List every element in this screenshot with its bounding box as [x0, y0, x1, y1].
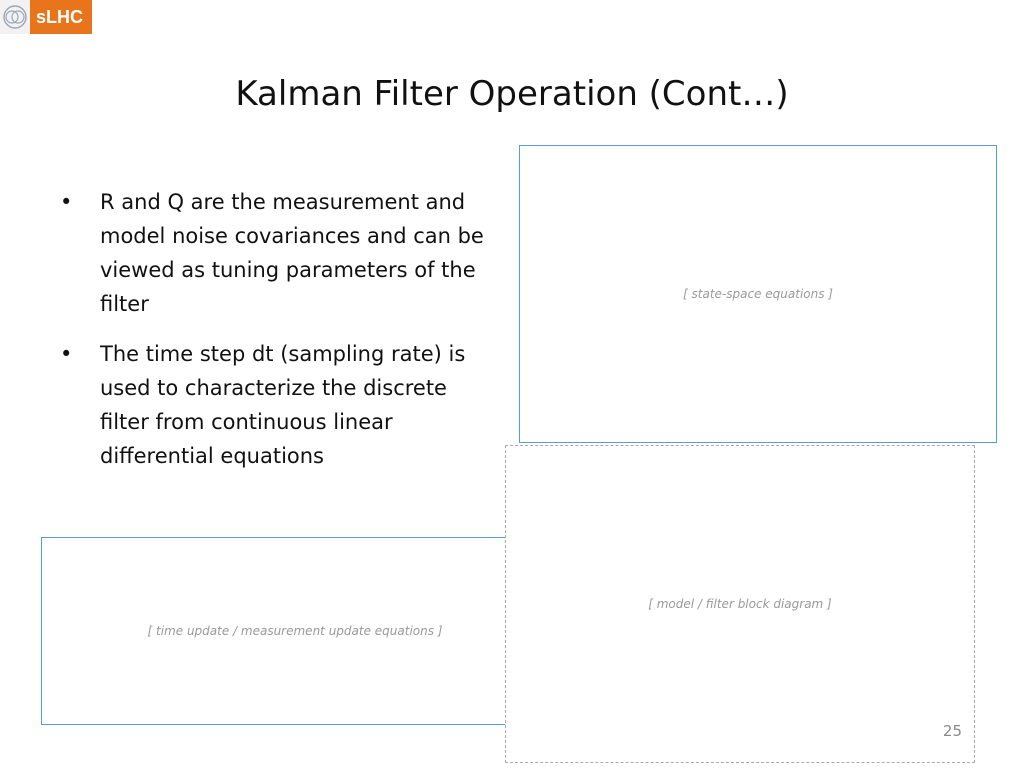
logo: sLHC [0, 0, 93, 34]
cern-logo-icon [0, 0, 30, 34]
bullet-marker: • [60, 190, 73, 214]
bullet-text: The time step dt (sampling rate) is used… [100, 342, 466, 468]
brand-label: sLHC [30, 0, 93, 34]
bullet-marker: • [60, 342, 73, 366]
bullet-item: • R and Q are the measurement and model … [60, 185, 492, 321]
bullet-item: • The time step dt (sampling rate) is us… [60, 337, 492, 473]
block-diagram-placeholder: [ model / filter block diagram ] [505, 445, 975, 763]
page-number: 25 [942, 722, 962, 740]
placeholder-note: [ model / filter block diagram ] [648, 597, 832, 611]
state-space-equations-placeholder: [ state-space equations ] [519, 145, 997, 443]
bullet-list: • R and Q are the measurement and model … [60, 185, 492, 489]
slide-title: Kalman Filter Operation (Cont…) [235, 74, 789, 114]
update-equations-placeholder: [ time update / measurement update equat… [41, 537, 549, 725]
placeholder-note: [ state-space equations ] [683, 287, 833, 301]
placeholder-note: [ time update / measurement update equat… [147, 624, 443, 638]
bullet-text: R and Q are the measurement and model no… [100, 190, 484, 316]
